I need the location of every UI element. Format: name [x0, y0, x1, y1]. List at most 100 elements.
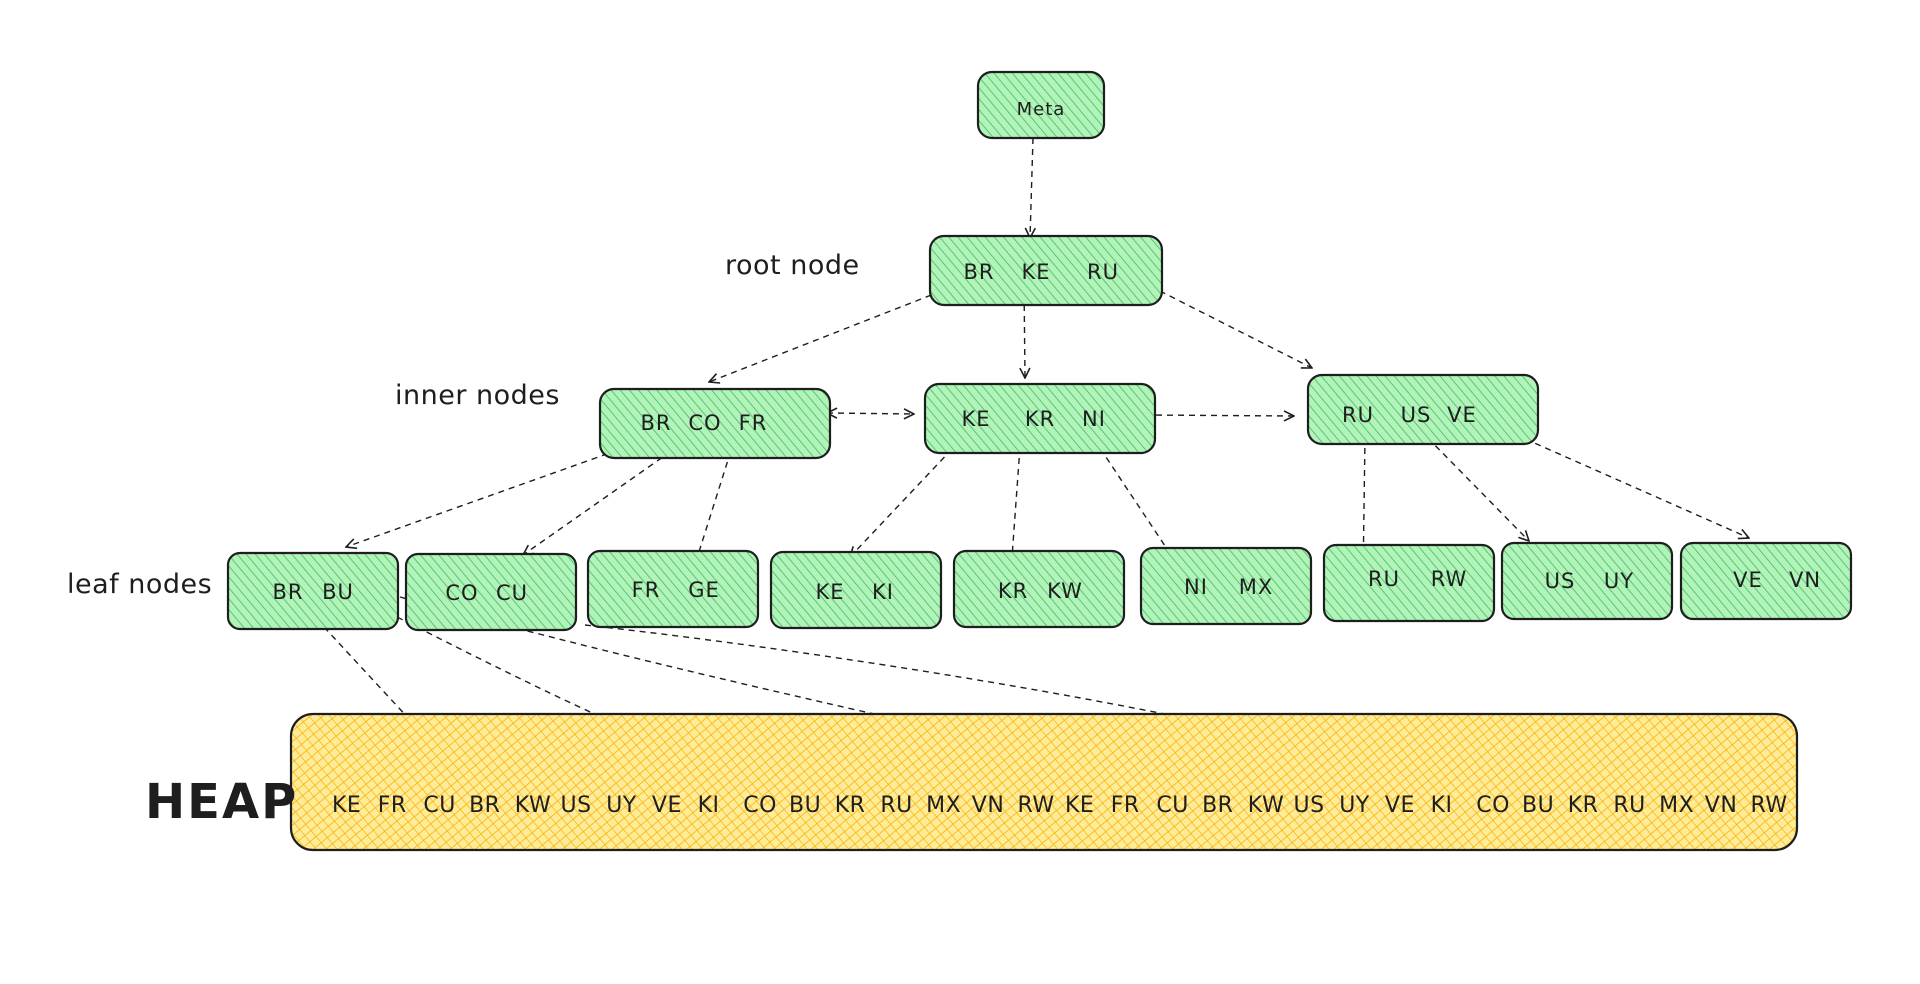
- heap-item: MX: [926, 793, 961, 818]
- inner-node-2: KE KR NI: [923, 382, 1157, 455]
- leaf-nodes-label: leaf nodes: [67, 569, 212, 600]
- leaf5-key-1: KR: [998, 579, 1028, 603]
- root-node: BR KE RU: [928, 234, 1164, 307]
- meta-node: Meta: [976, 70, 1106, 140]
- edge-root-inner-3: [1149, 285, 1312, 368]
- inner2-key-3: NI: [1082, 407, 1106, 431]
- inner-box-2: [923, 382, 1157, 455]
- heap-box: [289, 712, 1799, 852]
- meta-box: [976, 70, 1106, 140]
- leaf-box-9: [1679, 541, 1853, 621]
- inner2-key-2: KR: [1025, 407, 1055, 431]
- heap-item: VE: [652, 793, 682, 818]
- heap-item: MX: [1659, 793, 1694, 818]
- leaf-box-5: [952, 549, 1126, 629]
- heap-item: BR: [469, 793, 500, 818]
- leaf7-key-2: RW: [1431, 567, 1468, 591]
- heap-item: KI: [1431, 793, 1453, 818]
- edge-inner1-leaf3: [692, 440, 735, 574]
- heap-item: UY: [606, 793, 637, 818]
- leaf3-key-2: GE: [688, 578, 720, 602]
- heap-item: VN: [1705, 793, 1738, 818]
- leaf-box-1: [226, 551, 400, 631]
- heap-item: US: [1294, 793, 1325, 818]
- leaf3-key-1: FR: [632, 578, 661, 602]
- leaf-node-5: KR KW: [952, 549, 1126, 629]
- heap-item: FR: [1111, 793, 1140, 818]
- heap-item: BU: [1522, 793, 1554, 818]
- heap-item: CU: [423, 793, 455, 818]
- leaf1-key-1: BR: [273, 580, 304, 604]
- edge-inner3-leaf8: [1419, 429, 1529, 541]
- edge-inner3-leaf9: [1504, 429, 1749, 538]
- heap-item: RW: [1018, 793, 1055, 818]
- leaf5-key-2: KW: [1047, 579, 1083, 603]
- leaf-node-3: FR GE: [586, 549, 760, 629]
- inner-node-1: BR CO FR: [598, 387, 832, 460]
- leaf-node-7: RU RW: [1322, 543, 1496, 623]
- leaf2-key-2: CU: [496, 581, 528, 605]
- leaf2-key-1: CO: [445, 581, 478, 605]
- heap-item: CO: [1476, 793, 1510, 818]
- leaf9-key-2: VN: [1789, 568, 1821, 592]
- inner-nodes-label: inner nodes: [395, 380, 560, 411]
- heap-items: KE FR CU BR KW US UY VE KI CO BU KR RU MX VN RW KE FR CU BR…: [332, 793, 1788, 818]
- heap-item: FR: [378, 793, 407, 818]
- heap-item: UY: [1339, 793, 1370, 818]
- heap-item: KR: [835, 793, 866, 818]
- heap-item: KW: [515, 793, 551, 818]
- inner-node-3: RU US VE: [1306, 373, 1540, 446]
- inner2-key-1: KE: [961, 407, 990, 431]
- inner1-key-2: CO: [688, 411, 721, 435]
- inner3-key-1: RU: [1342, 403, 1374, 427]
- heap-item: KE: [332, 793, 361, 818]
- heap-item: BR: [1202, 793, 1233, 818]
- heap-title: HEAP: [145, 774, 298, 830]
- leaf-node-1: BR BU: [226, 551, 400, 631]
- heap-item: KW: [1248, 793, 1284, 818]
- leaf6-key-2: MX: [1239, 575, 1274, 599]
- heap-item: KI: [698, 793, 720, 818]
- meta-label: Meta: [1017, 99, 1066, 120]
- edge-root-inner-1: [709, 282, 963, 382]
- heap-item: KR: [1568, 793, 1599, 818]
- edge-inner-sibling-2: [1145, 415, 1294, 416]
- leaf-box-2: [404, 552, 578, 632]
- heap-item: CO: [743, 793, 777, 818]
- leaf8-key-1: US: [1545, 569, 1576, 593]
- edge-inner3-leaf7: [1363, 436, 1365, 580]
- inner3-key-2: US: [1401, 403, 1432, 427]
- root-box: [928, 234, 1164, 307]
- leaf-node-2: CO CU: [404, 552, 578, 632]
- inner-box-1: [598, 387, 832, 460]
- leaf-node-6: NI MX: [1139, 546, 1313, 626]
- edge-inner-sibling-1: [827, 413, 914, 414]
- leaf1-key-2: BU: [322, 580, 354, 604]
- heap-item: VN: [972, 793, 1005, 818]
- heap-item: CU: [1156, 793, 1188, 818]
- leaf4-key-2: KI: [872, 580, 894, 604]
- root-key-2: KE: [1021, 260, 1050, 284]
- leaf-box-7: [1322, 543, 1496, 623]
- inner1-key-1: BR: [641, 411, 672, 435]
- leaf-box-3: [586, 549, 760, 629]
- leaf7-key-1: RU: [1368, 567, 1400, 591]
- heap-item: VE: [1385, 793, 1415, 818]
- edge-inner1-leaf1: [346, 449, 619, 547]
- root-key-3: RU: [1087, 260, 1119, 284]
- leaf-node-4: KE KI: [769, 550, 943, 630]
- leaf-box-4: [769, 550, 943, 630]
- edge-meta-root: [1030, 137, 1033, 238]
- edge-inner2-leaf4: [850, 448, 953, 557]
- heap: KE FR CU BR KW US UY VE KI CO BU KR RU MX VN RW KE FR CU BR…: [289, 712, 1799, 852]
- heap-item: RU: [1613, 793, 1645, 818]
- heap-item: KE: [1065, 793, 1094, 818]
- leaf8-key-2: UY: [1604, 569, 1634, 593]
- inner-box-3: [1306, 373, 1540, 446]
- heap-item: BU: [789, 793, 821, 818]
- inner3-key-3: VE: [1447, 403, 1477, 427]
- heap-item: US: [561, 793, 592, 818]
- heap-item: RW: [1751, 793, 1788, 818]
- leaf9-key-1: VE: [1733, 568, 1763, 592]
